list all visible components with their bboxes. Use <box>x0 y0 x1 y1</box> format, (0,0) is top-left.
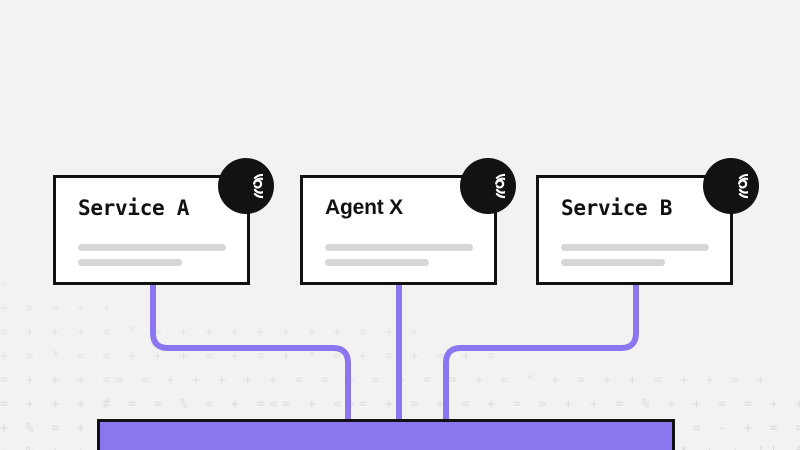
card-skeleton-line <box>561 244 709 251</box>
card-title-service-b: Service B <box>561 196 673 220</box>
spiral-icon <box>495 173 505 199</box>
spiral-logo-badge-agent-x <box>460 158 516 214</box>
card-title-service-a: Service A <box>78 196 190 220</box>
platform-bar <box>97 419 675 450</box>
spiral-logo-badge-service-b <box>703 158 759 214</box>
spiral-icon <box>253 173 263 199</box>
card-skeleton-line <box>78 259 182 266</box>
connector-service-b <box>443 285 639 419</box>
card-skeleton-line <box>325 244 473 251</box>
node-card-service-b[interactable]: Service B <box>536 175 733 285</box>
spiral-logo-badge-service-a <box>218 158 274 214</box>
connector-service-a <box>150 285 351 419</box>
card-skeleton-line <box>561 259 665 266</box>
card-title-agent-x: Agent X <box>325 196 403 219</box>
node-card-service-a[interactable]: Service A <box>53 175 250 285</box>
card-skeleton-line <box>78 244 226 251</box>
spiral-icon <box>738 173 748 199</box>
card-skeleton-line <box>325 259 429 266</box>
